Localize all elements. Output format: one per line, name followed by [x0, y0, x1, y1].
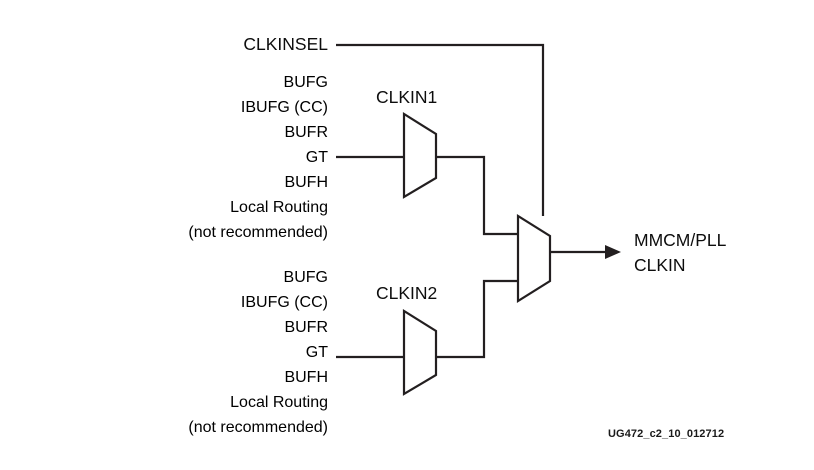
- clkin2-source-labels: BUFG IBUFG (CC) BUFR GT BUFH Local Routi…: [188, 269, 328, 444]
- source-label-bufh: BUFH: [284, 369, 328, 386]
- source-label-not-recommended: (not recommended): [188, 419, 328, 436]
- source-label-bufr: BUFR: [284, 319, 328, 336]
- wire-clkinsel: [336, 43, 545, 216]
- source-label-not-recommended: (not recommended): [188, 224, 328, 241]
- output-label-line2: CLKIN: [634, 255, 686, 275]
- source-label-ibufg-cc: IBUFG (CC): [240, 294, 328, 311]
- output-label-line1: MMCM/PLL: [634, 230, 727, 250]
- source-label-local-routing: Local Routing: [230, 199, 328, 216]
- wire-clkin1-to-outmux: [436, 155, 519, 236]
- source-label-bufg: BUFG: [283, 74, 328, 91]
- output-arrowhead: [605, 245, 621, 259]
- source-label-bufh: BUFH: [284, 174, 328, 191]
- clkin1-mux-shape: [402, 112, 438, 199]
- figure-id-caption: UG472_c2_10_012712: [608, 428, 725, 440]
- clkinsel-label: CLKINSEL: [243, 34, 328, 54]
- clkin1-source-labels: BUFG IBUFG (CC) BUFR GT BUFH Local Routi…: [188, 74, 328, 249]
- wire-clkin2-to-outmux: [436, 279, 519, 359]
- source-label-gt: GT: [305, 149, 328, 166]
- source-label-local-routing: Local Routing: [230, 394, 328, 411]
- source-label-bufg: BUFG: [283, 269, 328, 286]
- output-mux-shape: [516, 214, 552, 303]
- clkin2-mux-label: CLKIN2: [376, 283, 438, 303]
- output-label: MMCM/PLL CLKIN: [634, 228, 726, 278]
- source-label-bufr: BUFR: [284, 124, 328, 141]
- clkin2-mux-shape: [402, 309, 438, 396]
- source-label-ibufg-cc: IBUFG (CC): [240, 99, 328, 116]
- source-label-gt: GT: [305, 344, 328, 361]
- clkin1-mux-label: CLKIN1: [376, 87, 438, 107]
